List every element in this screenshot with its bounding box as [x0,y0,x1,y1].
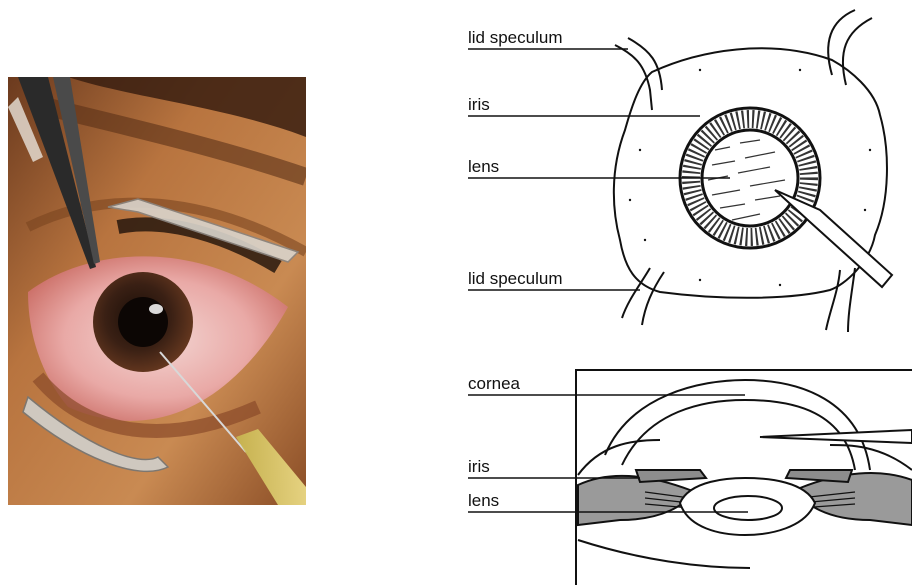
eyelid-outline [614,48,887,297]
cornea-shape [605,380,870,470]
bottom-eye-cross-section [468,370,912,585]
lens-texture [708,140,785,220]
label-lid-speculum-top: lid speculum [468,29,563,47]
label-cornea: cornea [468,375,520,393]
ciliary-left [578,476,690,525]
lid-speculum-top-left [615,45,652,110]
label-lens-bottom: lens [468,492,499,510]
iris-left-plate [636,470,706,482]
label-iris-bottom: iris [468,458,490,476]
lid-speculum-bottom-right [826,270,840,330]
bottom-needle [760,430,912,443]
label-iris-top: iris [468,96,490,114]
lens-nucleus [714,496,782,520]
label-lid-speculum-bottom: lid speculum [468,270,563,288]
label-lens-top: lens [468,158,499,176]
iris-right-plate [786,470,852,482]
